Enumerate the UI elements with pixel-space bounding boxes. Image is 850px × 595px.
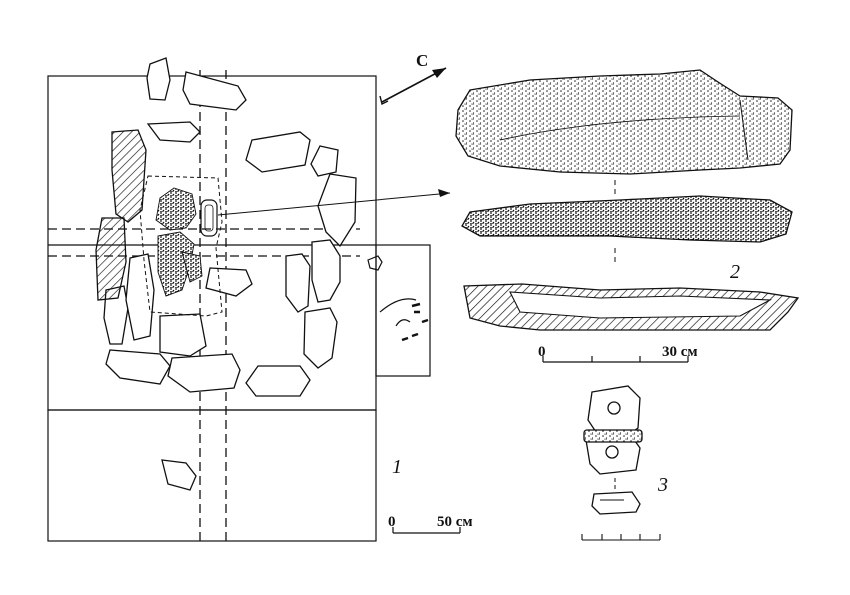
figure-number-1: 1 (392, 456, 402, 478)
plan-scale-bar (392, 527, 461, 534)
vessel-side-view (461, 195, 793, 243)
plan-scale-end: 50 см (437, 514, 473, 530)
vessel-pointer (217, 192, 451, 216)
north-arrow: С (379, 51, 447, 106)
plan-grid-lower (47, 409, 377, 542)
buckle-scale-bar (581, 534, 661, 541)
figure-number-3: 3 (657, 474, 668, 496)
vessel-scale-zero: 0 (538, 344, 546, 360)
section-lines (48, 70, 360, 541)
buckle-drawing (583, 385, 643, 515)
small-finds (367, 255, 429, 342)
buckle-side-view (591, 491, 641, 515)
vessel-scale-end: 30 см (662, 344, 698, 360)
burial-pit (139, 175, 223, 317)
figure-number-2: 2 (730, 261, 740, 283)
plan-scale-zero: 0 (388, 514, 396, 530)
burial-plan (47, 57, 451, 542)
stone-ring (95, 57, 357, 491)
vessel-scale-bar (542, 356, 689, 363)
skeletal-remains (155, 187, 203, 297)
north-label: С (416, 51, 428, 70)
plan-extension (375, 244, 431, 377)
vessel-in-situ (200, 199, 218, 237)
vessel-drawing (455, 69, 800, 331)
